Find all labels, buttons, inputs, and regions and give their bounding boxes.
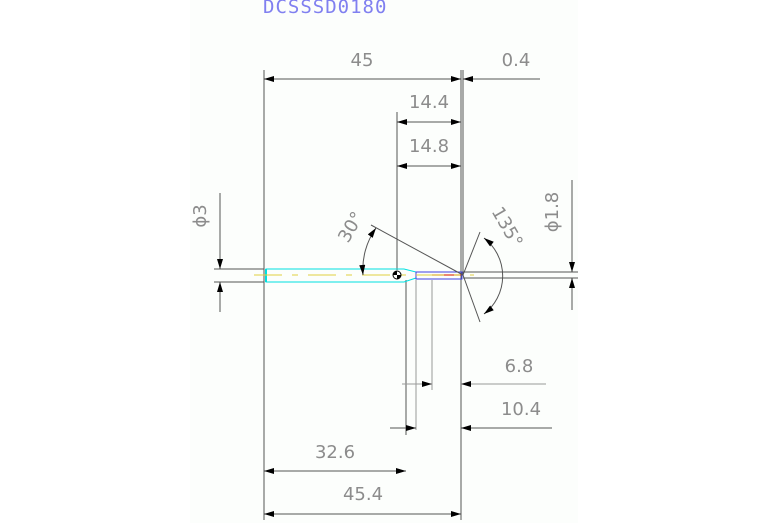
dimension-14-8: 14.8 (397, 136, 461, 169)
dimension-0-4: 0.4 (463, 50, 540, 82)
dimension-45: 45 (264, 50, 461, 82)
dim-point-angle: 135° (487, 203, 527, 251)
dimension-angle-30: 30° (334, 208, 464, 276)
dimension-dia-3: ϕ3 (190, 193, 264, 312)
dim-tip-diameter: ϕ1.8 (542, 192, 563, 233)
dimension-6-8: 6.8 (402, 356, 546, 387)
dimension-14-4: 14.4 (397, 92, 461, 125)
dimension-10-4: 10.4 (390, 399, 552, 431)
part-number-title: DCSSSD0180 (263, 0, 388, 18)
dim-overall-length: 45 (351, 50, 374, 71)
dim-total-length: 45.4 (343, 484, 383, 505)
dim-step-1: 6.8 (505, 356, 534, 377)
dim-tip-length-1: 14.4 (409, 92, 449, 113)
drawing-sheet (190, 0, 578, 523)
dim-tip-length-2: 14.8 (409, 136, 449, 157)
dimension-angle-135: 135° (462, 203, 527, 323)
dim-step-2: 10.4 (501, 399, 541, 420)
dim-chamfer-angle: 30° (334, 208, 368, 246)
dimension-45-4: 45.4 (264, 484, 461, 517)
extension-lines (263, 70, 464, 520)
dimension-dia-1-8: ϕ1.8 (463, 180, 578, 310)
dim-shank-length: 32.6 (315, 442, 355, 463)
dimension-32-6: 32.6 (264, 442, 406, 474)
dim-shank-diameter: ϕ3 (190, 204, 211, 227)
dim-tip-offset: 0.4 (502, 50, 531, 71)
part-body (254, 268, 474, 283)
